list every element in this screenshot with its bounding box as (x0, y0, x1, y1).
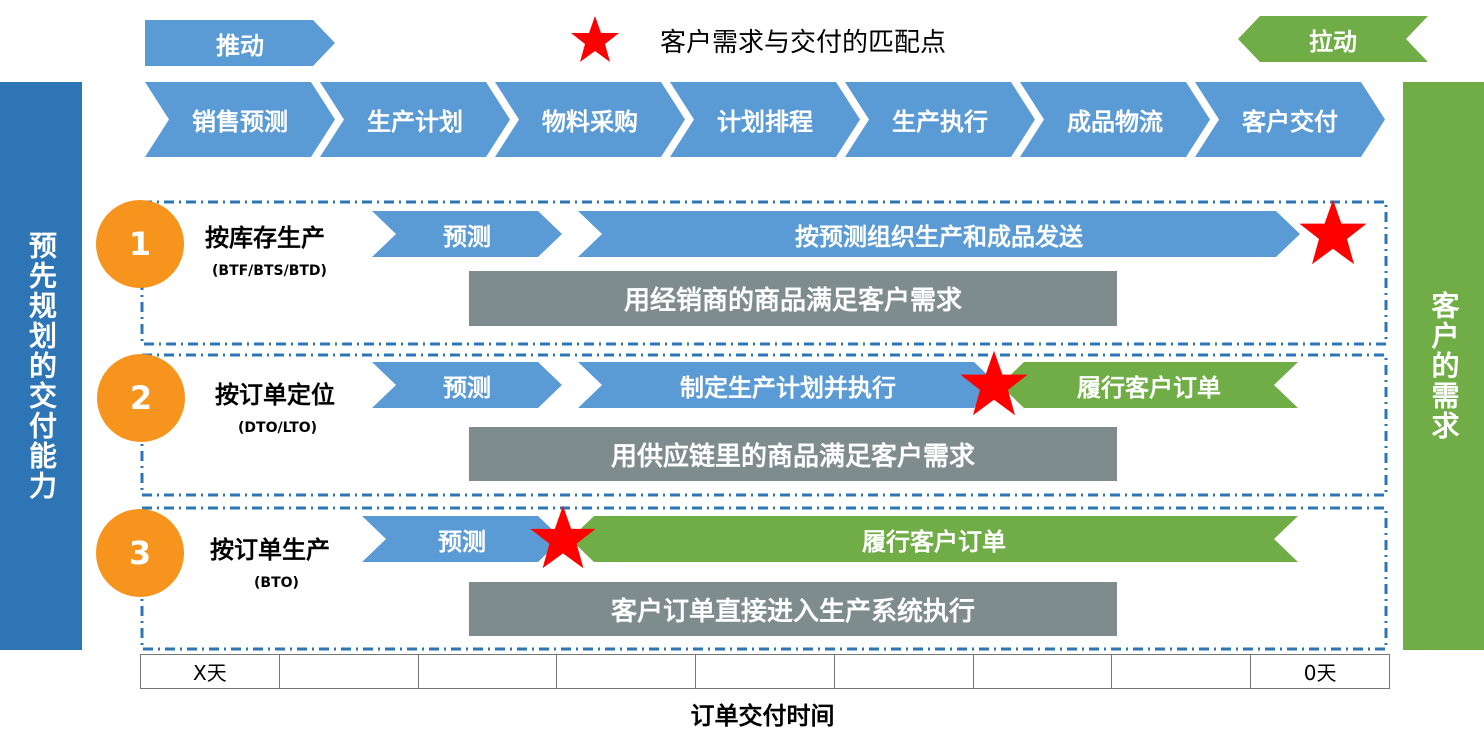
process-step: 生产计划 (320, 82, 510, 157)
legend-text: 客户需求与交付的匹配点 (660, 28, 947, 58)
section-title-3: 按订单生产 (210, 536, 330, 564)
process-step: 销售预测 (145, 82, 335, 157)
section-subtitle-1: (BTF/BTS/BTD) (212, 263, 327, 279)
timeline-cell: 0天 (1303, 661, 1337, 685)
section-title-1: 按库存生产 (205, 224, 325, 252)
forecast-arrow-1: 预测 (372, 211, 562, 257)
left-side-bar: 预先规划的交付能力 (0, 82, 82, 650)
right-side-label: 客户的需求 (1427, 291, 1461, 441)
pull-arrow: 拉动 (1238, 16, 1428, 62)
left-side-label: 预先规划的交付能力 (25, 231, 58, 501)
timeline-cell (419, 655, 558, 688)
fulfill-order-arrow-2: 履行客户订单 (1000, 362, 1298, 408)
timeline-cell (557, 655, 697, 688)
legend-star-icon (571, 16, 619, 62)
section-frame-2 (140, 353, 1388, 497)
timeline-cell (280, 655, 419, 688)
section-number-1: 1 (96, 200, 184, 288)
process-step: 计划排程 (670, 82, 860, 157)
process-step: 客户交付 (1195, 82, 1385, 157)
section-subtitle-2: (DTO/LTO) (238, 420, 318, 436)
match-point-star-icon (530, 505, 596, 569)
plan-execute-arrow-2: 制定生产计划并执行 (578, 362, 998, 408)
section-bar-2: 用供应链里的商品满足客户需求 (469, 427, 1117, 481)
produce-ship-arrow-1: 按预测组织生产和成品发送 (578, 211, 1300, 257)
forecast-arrow-3: 预测 (362, 516, 562, 562)
process-step: 生产执行 (845, 82, 1035, 157)
section-bar-1: 用经销商的商品满足客户需求 (469, 271, 1117, 326)
section-number-2: 2 (97, 354, 185, 442)
timeline-cell (696, 655, 835, 688)
push-label: 推动 (216, 31, 264, 60)
timeline-label: 订单交付时间 (690, 702, 835, 730)
push-arrow: 推动 (145, 20, 335, 66)
timeline-cell (835, 655, 974, 688)
section-bar-3: 客户订单直接进入生产系统执行 (469, 582, 1117, 636)
section-title-2: 按订单定位 (215, 381, 335, 409)
match-point-star-icon (960, 350, 1028, 416)
process-step: 成品物流 (1020, 82, 1210, 157)
timeline-cell (1112, 655, 1252, 688)
fulfill-order-arrow-3: 履行客户订单 (570, 516, 1298, 562)
timeline-cell (974, 655, 1113, 688)
section-subtitle-3: (BTO) (254, 575, 299, 591)
delivery-timeline: X天 0天 (140, 654, 1390, 689)
forecast-arrow-2: 预测 (372, 362, 562, 408)
timeline-cell: X天 (141, 655, 280, 688)
process-step: 物料采购 (495, 82, 685, 157)
right-side-bar: 客户的需求 (1403, 82, 1484, 650)
match-point-star-icon (1299, 199, 1367, 265)
pull-label: 拉动 (1309, 27, 1357, 56)
section-number-3: 3 (96, 509, 184, 597)
